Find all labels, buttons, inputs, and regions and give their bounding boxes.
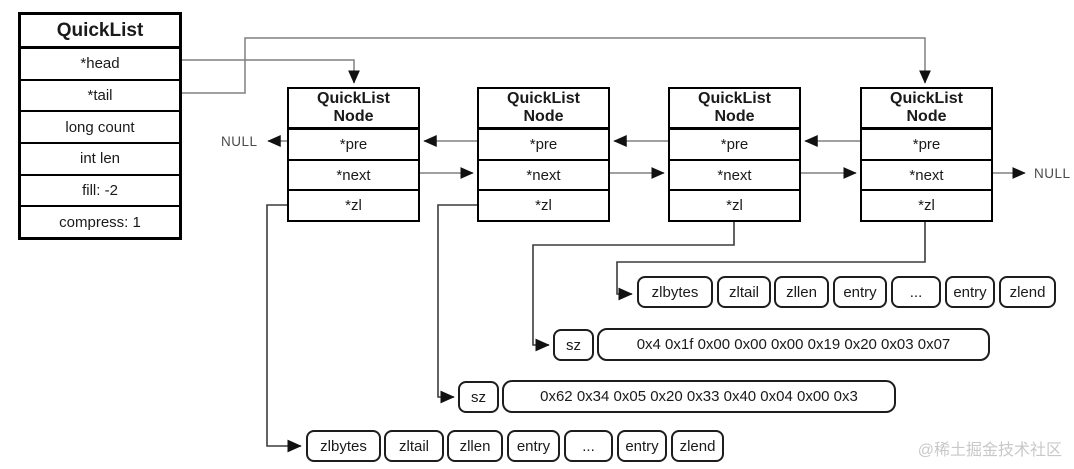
null-label-right: NULL bbox=[1034, 166, 1071, 181]
ziplist-bottom-cell-zllen: zllen bbox=[447, 430, 503, 462]
ziplist-top-cell-zllen: zllen bbox=[774, 276, 829, 308]
quicklist-field-len: int len bbox=[21, 144, 179, 176]
quicklist-field-tail: *tail bbox=[21, 81, 179, 113]
quicklist-field-compress: compress: 1 bbox=[59, 213, 141, 231]
quicklist-title: QuickList bbox=[21, 15, 179, 49]
node-1-field-next: *next bbox=[289, 161, 418, 192]
quicklist-field-head: *head bbox=[21, 49, 179, 81]
watermark-text: @稀土掘金技术社区 bbox=[917, 442, 1062, 459]
node-2-field-next: *next bbox=[479, 161, 608, 192]
ziplist-top-cell-ellipsis: ... bbox=[891, 276, 941, 308]
node-3-field-next: *next bbox=[670, 161, 799, 192]
node-2-title: QuickList Node bbox=[479, 89, 608, 130]
sz2-label-box: sz bbox=[458, 381, 499, 413]
null-label-left: NULL bbox=[221, 134, 258, 149]
ziplist-bottom-cell-ellipsis: ... bbox=[564, 430, 613, 462]
ziplist-bottom-cell-zltail: zltail bbox=[384, 430, 444, 462]
node-4-title: QuickList Node bbox=[862, 89, 991, 130]
node-4-field-next: *next bbox=[862, 161, 991, 192]
sz1-label-box: sz bbox=[553, 329, 594, 361]
node-3-field-pre: *pre bbox=[670, 130, 799, 161]
ziplist-top-cell-zltail: zltail bbox=[717, 276, 771, 308]
ziplist-bottom-cell-zlbytes: zlbytes bbox=[306, 430, 381, 462]
connector-node1-zl-to-ziplist-bottom bbox=[266, 204, 302, 453]
quicklist-field-count: long count bbox=[21, 112, 179, 145]
ziplist-top-cell-entry2: entry bbox=[945, 276, 995, 308]
connector-tail-to-node4 bbox=[182, 37, 931, 94]
quicklist-node-1: QuickList Node *pre *next *zl bbox=[287, 87, 420, 222]
node-1-field-zl: *zl bbox=[345, 197, 362, 215]
node-1-field-pre: *pre bbox=[289, 130, 418, 161]
ziplist-top-cell-zlend: zlend bbox=[999, 276, 1056, 308]
quicklist-node-3: QuickList Node *pre *next *zl bbox=[668, 87, 801, 222]
node-2-field-zl: *zl bbox=[535, 197, 552, 215]
node-1-title: QuickList Node bbox=[289, 89, 418, 130]
connector-head-to-node1 bbox=[182, 59, 360, 84]
quicklist-node-4: QuickList Node *pre *next *zl bbox=[860, 87, 993, 222]
ziplist-bottom-cell-zlend: zlend bbox=[671, 430, 724, 462]
ziplist-top-cell-entry1: entry bbox=[833, 276, 887, 308]
quicklist-field-fill: fill: -2 bbox=[21, 176, 179, 208]
ziplist-top-cell-zlbytes: zlbytes bbox=[637, 276, 713, 308]
quicklist-struct-box: QuickList *head *tail long count int len… bbox=[18, 12, 182, 240]
node-3-title: QuickList Node bbox=[670, 89, 799, 130]
node-4-field-zl: *zl bbox=[918, 197, 935, 215]
sz2-value-box: 0x62 0x34 0x05 0x20 0x33 0x40 0x04 0x00 … bbox=[502, 380, 896, 413]
node-4-field-pre: *pre bbox=[862, 130, 991, 161]
node-3-field-zl: *zl bbox=[726, 197, 743, 215]
node-2-field-pre: *pre bbox=[479, 130, 608, 161]
ziplist-bottom-cell-entry1: entry bbox=[507, 430, 560, 462]
quicklist-node-2: QuickList Node *pre *next *zl bbox=[477, 87, 610, 222]
sz1-value-box: 0x4 0x1f 0x00 0x00 0x00 0x19 0x20 0x03 0… bbox=[597, 328, 990, 361]
connector-node2-zl-to-sz2 bbox=[437, 204, 477, 404]
ziplist-bottom-cell-entry2: entry bbox=[617, 430, 667, 462]
